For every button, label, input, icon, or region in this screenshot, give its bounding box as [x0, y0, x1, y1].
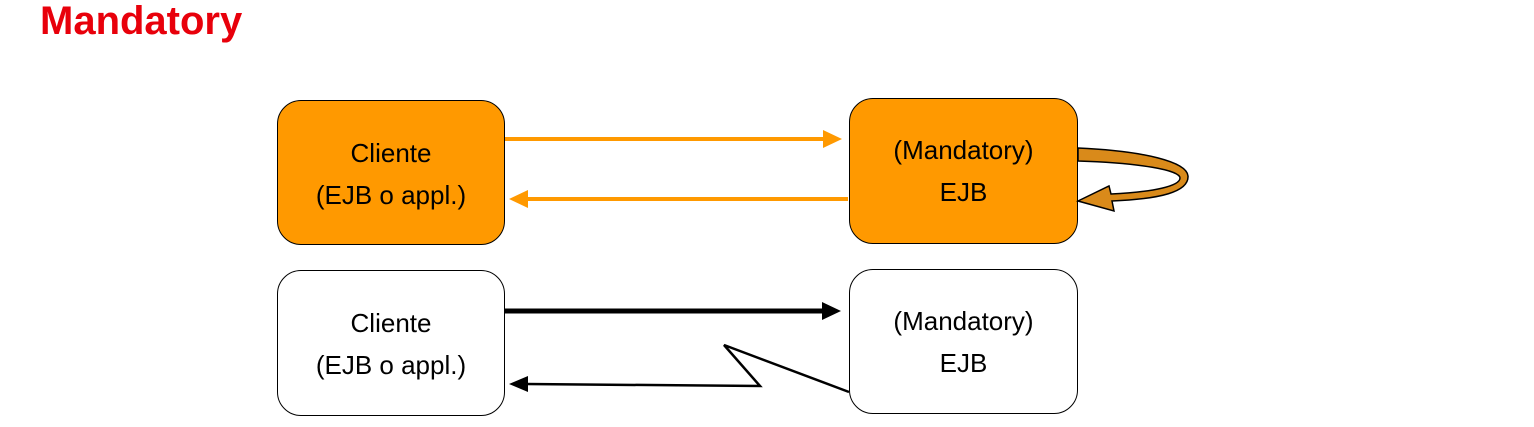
client-box-with-transaction: Cliente (EJB o appl.): [277, 100, 505, 245]
ejb-box-without-transaction: (Mandatory) EJB: [849, 269, 1078, 414]
page-title: Mandatory: [40, 0, 243, 43]
ejb-attribute-label: (Mandatory): [893, 135, 1034, 165]
call-arrow-top: [505, 130, 842, 148]
client-label: Cliente: [350, 137, 432, 168]
return-arrow-top: [509, 190, 848, 208]
client-sublabel: (EJB o appl.): [315, 350, 467, 380]
ejb-attribute-label: (Mandatory): [893, 305, 1034, 336]
self-loop-arrow: [1075, 147, 1189, 213]
ejb-box-with-transaction: (Mandatory) EJB: [849, 98, 1078, 244]
broken-return-arrow-bottom: [509, 343, 850, 394]
ejb-label: EJB: [939, 347, 988, 378]
client-sublabel: (EJB o appl.): [315, 179, 467, 210]
ejb-label: EJB: [939, 177, 988, 207]
client-box-without-transaction: Cliente (EJB o appl.): [277, 270, 505, 416]
client-label: Cliente: [350, 308, 432, 338]
call-arrow-bottom: [505, 302, 841, 320]
